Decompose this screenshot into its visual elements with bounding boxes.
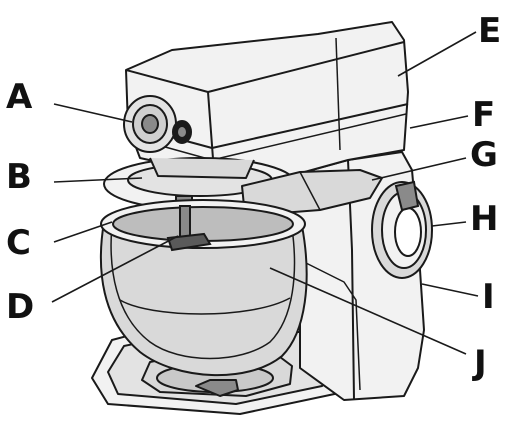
leader-line-e [397,31,477,77]
callout-d: D [6,287,35,327]
leader-line-c [53,221,113,243]
leader-line-f [409,115,469,129]
mixing-bowl [99,199,308,377]
callout-g: G [470,135,498,175]
callout-c: C [6,223,31,263]
callout-j: J [474,343,487,383]
leader-line-i [421,283,479,297]
leader-line-d [51,235,179,303]
outlet-cover [371,180,433,279]
leader-line-a [53,103,133,123]
leader-line-b [53,177,143,183]
speed-knob [123,95,192,153]
beater-shaft [166,205,212,252]
callout-i: I [482,277,495,317]
callout-a: A [6,77,33,117]
leader-line-h [431,221,467,227]
callout-leader-lines [51,31,479,355]
callout-e: E [478,11,502,51]
callout-f: F [472,95,496,135]
leader-line-g [371,157,467,181]
mixer-head-housing [125,21,409,177]
callout-h: H [470,199,499,239]
leader-line-j [269,267,467,355]
callout-b: B [6,157,32,197]
